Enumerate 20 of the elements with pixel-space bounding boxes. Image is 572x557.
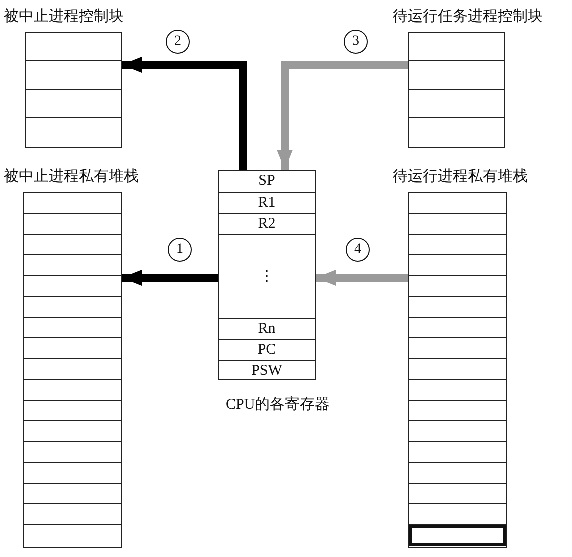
arrow xyxy=(316,270,408,286)
register-cell: Rn xyxy=(219,319,315,340)
stack-heading: 待运行进程私有堆栈 xyxy=(393,168,528,186)
register-cell: R2 xyxy=(219,214,315,235)
register-cell: PC xyxy=(219,340,315,361)
block-heading: 待运行任务进程控制块 xyxy=(393,8,543,26)
register-cell: ⋮ xyxy=(219,235,315,319)
step-number: 2 xyxy=(166,30,190,54)
register-cell: SP xyxy=(219,171,315,193)
step-number: 1 xyxy=(168,238,192,262)
block-heading: 被中止进程控制块 xyxy=(4,8,124,26)
arrow xyxy=(122,270,218,286)
arrow xyxy=(122,57,247,170)
arrow xyxy=(277,61,408,170)
stack-heading: 被中止进程私有堆栈 xyxy=(4,168,139,186)
step-number: 4 xyxy=(346,238,370,262)
register-caption: CPU的各寄存器 xyxy=(226,396,330,414)
step-number: 3 xyxy=(344,30,368,54)
register-cell: PSW xyxy=(219,361,315,381)
register-cell: R1 xyxy=(219,193,315,214)
